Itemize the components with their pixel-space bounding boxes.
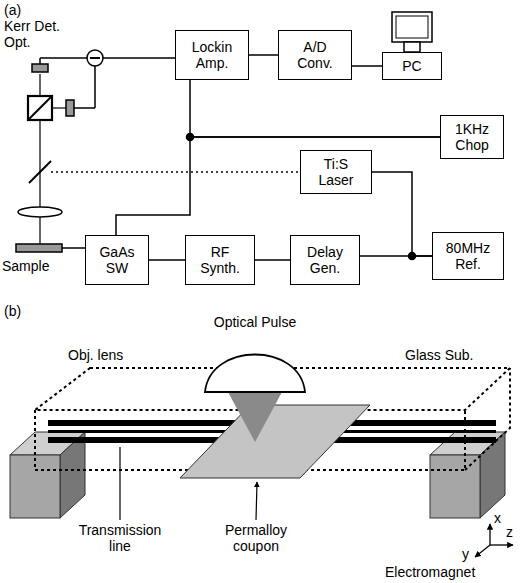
box-label: RF Synth. [191, 244, 249, 276]
amplifier-box: Lockin Amp. [175, 30, 249, 80]
sample [16, 244, 62, 252]
box-label: PC [402, 58, 421, 74]
box-label: A/D Conv. [284, 39, 346, 71]
signal-wire [103, 57, 175, 59]
objective-lens [205, 355, 305, 393]
axis-z [490, 544, 513, 545]
signal-wire [116, 137, 440, 235]
synthesizer-box: RF Synth. [185, 235, 255, 285]
monitor-bezel [396, 16, 428, 38]
minus-sign [90, 57, 100, 59]
laser-box: Ti:S Laser [300, 150, 372, 194]
part-label: Transmission line [68, 522, 172, 554]
part-label: Permalloy coupon [208, 522, 304, 554]
signal-wire [372, 172, 432, 256]
detector-wire [39, 58, 41, 64]
magnet-side [60, 432, 85, 518]
signal-wire [352, 65, 382, 67]
beam-cone [228, 392, 282, 442]
axis-x [489, 524, 490, 545]
signal-wire [360, 255, 432, 257]
detector [66, 100, 74, 116]
optical-path [52, 107, 66, 108]
part-label: Optical Pulse [195, 314, 315, 330]
box-label: Ti:S Laser [306, 156, 366, 188]
beam-splitter [29, 161, 51, 183]
subtractor [87, 50, 103, 66]
panel-label: (b) [4, 303, 21, 319]
axis-y [475, 545, 490, 557]
monitor [392, 12, 432, 52]
axes [475, 524, 513, 557]
electromagnet-left [10, 432, 85, 518]
reference-box: 80MHz Ref. [432, 232, 504, 280]
detector-wire [40, 57, 87, 59]
leader-line [119, 447, 120, 520]
polarizing-beam-splitter [28, 96, 52, 120]
monitor-screen [392, 12, 432, 42]
axis-label: y [462, 546, 469, 562]
leader-arrow [256, 482, 257, 520]
detector-wire [94, 66, 96, 108]
optics [16, 50, 416, 260]
splitter-diagonal [28, 96, 52, 120]
permalloy-coupon [180, 405, 370, 478]
chopper-box: 1KHz Chop [440, 115, 504, 159]
axis-label: x [494, 510, 501, 526]
substrate-side [465, 368, 510, 470]
electromagnet-right [430, 432, 505, 518]
magnet-front [430, 455, 480, 518]
box-label: 1KHz Chop [446, 121, 498, 153]
part-label: Kerr Det. Opt. [4, 18, 68, 50]
axis-label: z [506, 524, 513, 540]
part-label: Obj. lens [68, 347, 123, 363]
signal-wire [190, 80, 440, 137]
lens [18, 207, 62, 217]
box-label: GaAs SW [91, 244, 143, 276]
delay-box: Delay Gen. [290, 235, 360, 285]
rf-wire [62, 247, 85, 249]
box-label: Delay Gen. [296, 244, 354, 276]
signal-wire [249, 54, 278, 56]
substrate-assembly [10, 355, 513, 558]
switch-box: GaAs SW [85, 235, 149, 285]
part-label: Sample [2, 258, 49, 274]
box-label: 80MHz Ref. [438, 240, 498, 272]
box-label: Lockin Amp. [181, 39, 243, 71]
panel-label: (a) [4, 2, 21, 18]
detector [32, 64, 48, 72]
part-label: Electromagnet [385, 564, 475, 580]
converter-box: A/D Conv. [278, 30, 352, 80]
signal-wire [149, 259, 185, 261]
signal-wire [255, 259, 290, 261]
part-label: Glass Sub. [405, 347, 473, 363]
computer-box: PC [382, 52, 442, 80]
detector-wire [74, 107, 95, 109]
monitor-stand [404, 42, 420, 52]
laser-beam [51, 171, 300, 173]
